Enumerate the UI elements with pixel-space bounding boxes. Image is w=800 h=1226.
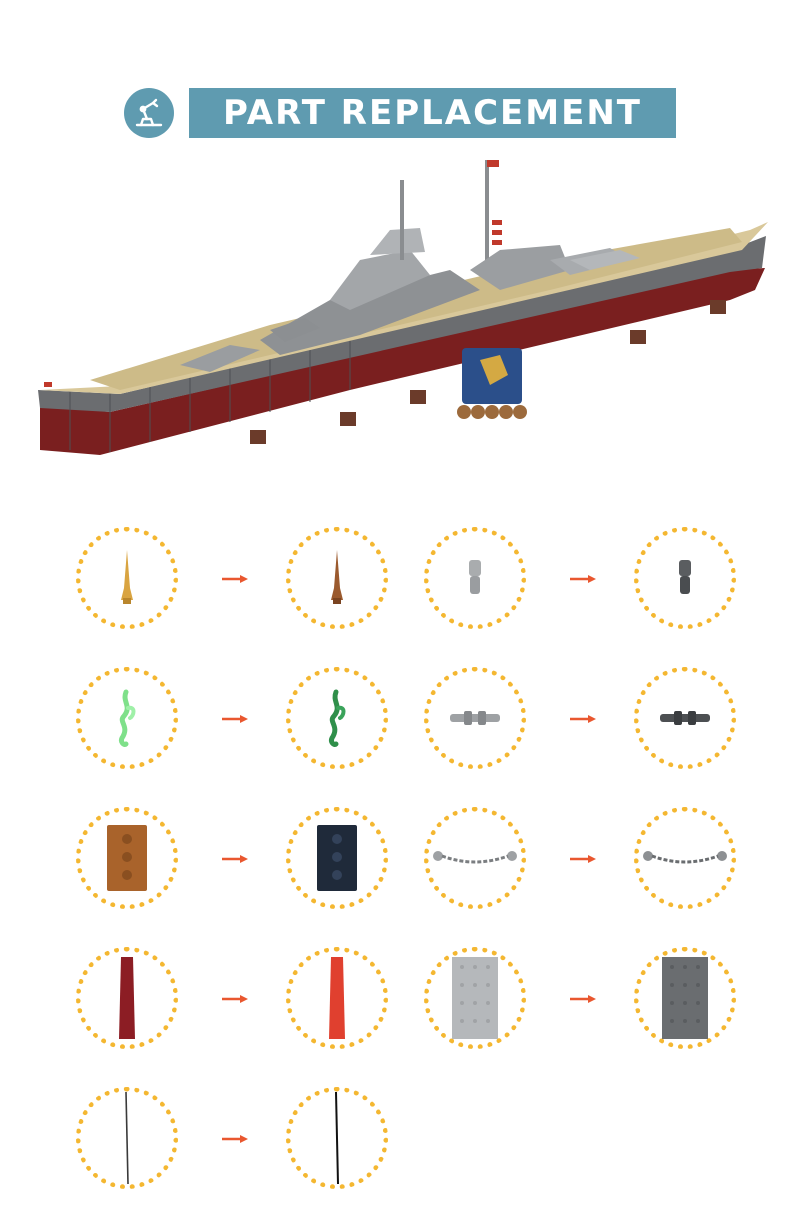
- dark-gray-plate-icon: [662, 957, 708, 1039]
- part-after: [286, 807, 388, 909]
- dark-gray-pin-connector-icon: [679, 560, 691, 594]
- part-before: [76, 947, 178, 1049]
- translucent-green-plant-icon: [119, 689, 136, 747]
- arrow-icon: [222, 1135, 248, 1143]
- arrow-icon: [222, 715, 248, 723]
- page-title: PART REPLACEMENT: [223, 93, 642, 133]
- part-after: [286, 527, 388, 629]
- part-before: [76, 667, 178, 769]
- header-badge: [124, 88, 174, 138]
- dark-blue-brick-icon: [317, 825, 357, 891]
- part-after: [286, 667, 388, 769]
- red-tile-icon: [329, 957, 345, 1039]
- arrow-icon: [570, 995, 596, 1003]
- light-gray-pin-connector-icon: [469, 560, 481, 594]
- part-after: [634, 667, 736, 769]
- arrow-icon: [570, 715, 596, 723]
- green-plant-icon: [329, 689, 346, 747]
- arrow-icon: [222, 995, 248, 1003]
- arrow-icon: [570, 575, 596, 583]
- chain-dark-icon: [643, 851, 727, 864]
- arrow-icon: [222, 575, 248, 583]
- dark-gray-axle-connector-icon: [660, 711, 710, 725]
- tan-antenna-piece-icon: [121, 550, 133, 604]
- brown-antenna-piece-icon: [331, 550, 343, 604]
- part-before: [424, 947, 526, 1049]
- part-after: [286, 1087, 388, 1189]
- part-before: [76, 527, 178, 629]
- part-before: [424, 667, 526, 769]
- title-bar: PART REPLACEMENT: [189, 88, 676, 138]
- light-gray-plate-icon: [452, 957, 498, 1039]
- arrow-icon: [222, 855, 248, 863]
- part-after: [634, 947, 736, 1049]
- part-before: [424, 807, 526, 909]
- part-after: [634, 807, 736, 909]
- robot-arm-icon: [135, 98, 163, 127]
- part-after: [634, 527, 736, 629]
- arrow-icon: [570, 855, 596, 863]
- chain-light-icon: [433, 851, 517, 864]
- dark-red-tile-icon: [119, 957, 135, 1039]
- section-header: PART REPLACEMENT: [124, 85, 676, 139]
- thin-rod-dark-icon: [125, 1091, 129, 1185]
- part-before: [76, 1087, 178, 1189]
- part-before: [424, 527, 526, 629]
- part-before: [76, 807, 178, 909]
- thin-rod-black-icon: [335, 1091, 339, 1185]
- brown-brick-icon: [107, 825, 147, 891]
- light-gray-axle-connector-icon: [450, 711, 500, 725]
- part-after: [286, 947, 388, 1049]
- battleship-model-icon: [38, 160, 768, 455]
